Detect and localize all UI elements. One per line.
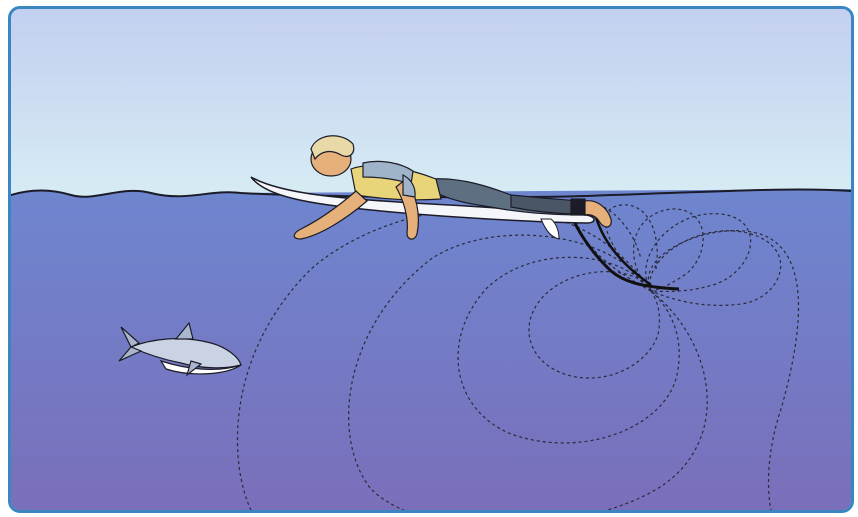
surfer-shark-diagram	[11, 9, 851, 510]
illustration-frame	[8, 6, 854, 513]
